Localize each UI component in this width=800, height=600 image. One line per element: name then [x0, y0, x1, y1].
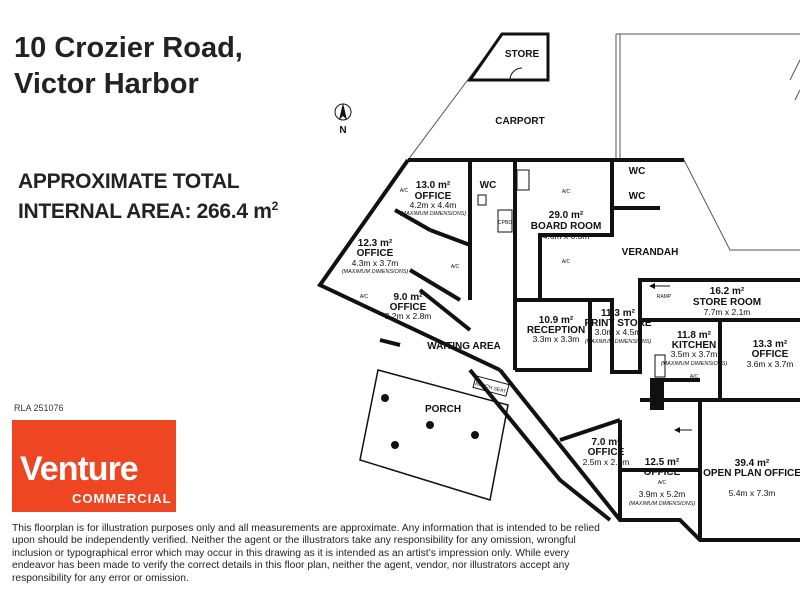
room-open-plan-office: 39.4 m² OPEN PLAN OFFICE 5.4m x 7.3m [703, 458, 800, 498]
svg-text:3.6m x 3.7m: 3.6m x 3.7m [747, 359, 794, 369]
svg-text:5.4m x 7.3m: 5.4m x 7.3m [729, 488, 776, 498]
svg-text:RECEPTION: RECEPTION [527, 325, 585, 336]
total-area: APPROXIMATE TOTAL INTERNAL AREA: 266.4 m… [18, 170, 278, 224]
svg-text:PRINT STORE: PRINT STORE [584, 318, 651, 329]
rla-number: RLA 251076 [14, 403, 64, 413]
north-arrow-icon: N [334, 103, 352, 136]
entry-arrow-icon [674, 427, 692, 433]
svg-text:OFFICE: OFFICE [415, 191, 452, 202]
svg-text:OPEN PLAN OFFICE: OPEN PLAN OFFICE [703, 468, 800, 479]
cpbd-label: CPBD [498, 220, 512, 226]
wc-label-1: WC [480, 180, 497, 191]
room-board-room: 29.0 m² BOARD ROOM 4.6m x 6.3m [531, 210, 602, 241]
address-line-2: Victor Harbor [14, 68, 199, 100]
svg-text:3.2m x 2.8m: 3.2m x 2.8m [385, 311, 432, 321]
store-room-small [467, 32, 550, 82]
ac-marker: A/C [360, 294, 369, 300]
svg-text:KITCHEN: KITCHEN [672, 340, 716, 351]
logo-sub: COMMERCIAL [72, 491, 172, 506]
room-office-13: 13.0 m² OFFICE 4.2m x 4.4m (MAXIMUM DIME… [400, 180, 467, 217]
svg-text:29.0 m²: 29.0 m² [549, 210, 584, 221]
svg-text:3.9m x 5.2m: 3.9m x 5.2m [639, 489, 686, 499]
svg-text:16.2 m²: 16.2 m² [710, 286, 745, 297]
waiting-area-label: WAITING AREA [427, 341, 501, 352]
store-label: STORE [505, 49, 540, 60]
verandah-label: VERANDAH [622, 247, 679, 258]
svg-text:9.0 m²: 9.0 m² [394, 292, 424, 303]
svg-text:OFFICE: OFFICE [390, 302, 427, 313]
venture-logo: Venture COMMERCIAL [12, 420, 176, 512]
svg-text:3.5m x 3.7m: 3.5m x 3.7m [671, 349, 718, 359]
ac-marker: A/C [400, 188, 409, 194]
svg-text:OFFICE: OFFICE [644, 467, 681, 478]
svg-text:(MAXIMUM DIMENSIONS): (MAXIMUM DIMENSIONS) [342, 269, 409, 275]
room-kitchen: 11.8 m² KITCHEN 3.5m x 3.7m (MAXIMUM DIM… [661, 330, 728, 367]
svg-text:13.0 m²: 13.0 m² [416, 180, 451, 191]
svg-text:12.5 m²: 12.5 m² [645, 457, 680, 468]
wc-label-3: WC [629, 191, 646, 202]
room-office-13-3: 13.3 m² OFFICE 3.6m x 3.7m [747, 339, 794, 369]
wc-label-2: WC [629, 166, 646, 177]
svg-text:10.9 m²: 10.9 m² [539, 315, 574, 326]
room-office-9: 9.0 m² OFFICE 3.2m x 2.8m [385, 292, 432, 321]
room-office-12-3: 12.3 m² OFFICE 4.3m x 3.7m (MAXIMUM DIME… [342, 238, 409, 275]
svg-text:(MAXIMUM DIMENSIONS): (MAXIMUM DIMENSIONS) [661, 361, 728, 367]
svg-text:(MAXIMUM DIMENSIONS): (MAXIMUM DIMENSIONS) [629, 501, 696, 507]
svg-text:11.8 m²: 11.8 m² [677, 330, 712, 341]
svg-text:3.3m x 3.3m: 3.3m x 3.3m [533, 334, 580, 344]
svg-text:7.7m x 2.1m: 7.7m x 2.1m [704, 307, 751, 317]
area-line-1: APPROXIMATE TOTAL [18, 170, 240, 193]
area-line-2: INTERNAL AREA: 266.4 m2 [18, 199, 278, 223]
svg-text:11.3 m²: 11.3 m² [601, 308, 636, 319]
porch-area [359, 369, 509, 501]
room-office-7: 7.0 m² OFFICE 2.5m x 2.8m [583, 437, 630, 467]
porch-label: PORCH [425, 404, 461, 415]
ac-marker: A/C [562, 259, 571, 265]
compass-label: N [339, 125, 346, 136]
ac-marker: A/C [658, 480, 667, 486]
svg-text:4.2m x 4.4m: 4.2m x 4.4m [410, 200, 457, 210]
svg-text:OFFICE: OFFICE [752, 349, 789, 360]
svg-text:BOARD ROOM: BOARD ROOM [531, 221, 602, 232]
disclaimer-text: This floorplan is for illustration purpo… [12, 523, 600, 584]
ac-marker: A/C [562, 189, 571, 195]
svg-text:7.0 m²: 7.0 m² [592, 437, 622, 448]
svg-text:3.0m x 4.5m: 3.0m x 4.5m [595, 327, 642, 337]
ac-marker: A/C [451, 264, 460, 270]
room-store-room: 16.2 m² STORE ROOM 7.7m x 2.1m [693, 286, 761, 317]
svg-text:(MAXIMUM DIMENSIONS): (MAXIMUM DIMENSIONS) [585, 339, 652, 345]
property-address: 10 Crozier Road, Victor Harbor [14, 30, 243, 102]
svg-text:2.5m x 2.8m: 2.5m x 2.8m [583, 457, 630, 467]
address-line-1: 10 Crozier Road, [14, 32, 243, 64]
svg-text:39.4 m²: 39.4 m² [735, 458, 770, 469]
room-office-12-5: 12.5 m² OFFICE 3.9m x 5.2m (MAXIMUM DIME… [629, 457, 696, 507]
room-reception: 10.9 m² RECEPTION 3.3m x 3.3m [527, 315, 585, 344]
carport-label: CARPORT [495, 116, 544, 127]
svg-text:4.3m x 3.7m: 4.3m x 3.7m [352, 258, 399, 268]
svg-text:OFFICE: OFFICE [588, 447, 625, 458]
room-print-store: 11.3 m² PRINT STORE 3.0m x 4.5m (MAXIMUM… [584, 308, 651, 345]
svg-text:12.3 m²: 12.3 m² [358, 238, 393, 249]
ramp-label: RAMP [657, 294, 672, 300]
svg-text:4.6m x 6.3m: 4.6m x 6.3m [543, 231, 590, 241]
logo-word: Venture [20, 450, 139, 488]
svg-text:STORE ROOM: STORE ROOM [693, 297, 761, 308]
svg-text:OFFICE: OFFICE [357, 248, 394, 259]
svg-text:(MAXIMUM DIMENSIONS): (MAXIMUM DIMENSIONS) [400, 211, 467, 217]
ac-marker: A/C [690, 374, 699, 380]
svg-text:13.3 m²: 13.3 m² [753, 339, 788, 350]
ramp-arrow-icon [649, 283, 670, 289]
